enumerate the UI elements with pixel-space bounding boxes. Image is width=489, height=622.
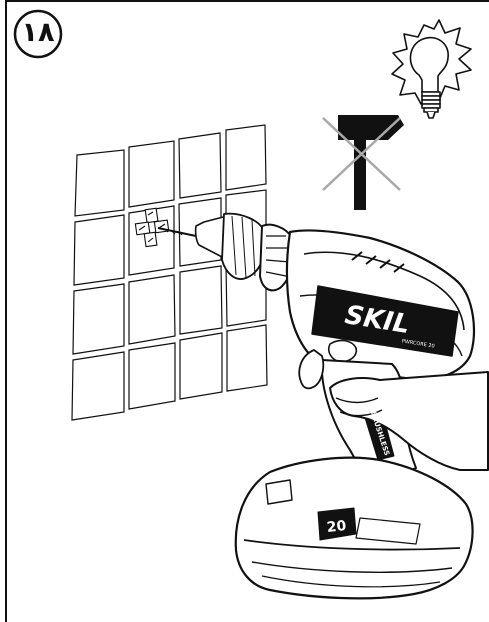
tile — [75, 150, 124, 216]
tile — [73, 284, 124, 354]
tile — [179, 133, 221, 198]
no-hammer-icon — [323, 115, 404, 210]
tile — [226, 125, 266, 190]
tile — [74, 215, 124, 285]
tile — [129, 141, 174, 207]
lightbulb-icon — [392, 20, 471, 118]
tile — [129, 275, 175, 344]
tile — [72, 352, 124, 420]
tile — [129, 343, 175, 409]
tile — [180, 333, 222, 399]
tile — [227, 325, 267, 391]
tile — [180, 266, 222, 334]
battery-voltage-label: 20 — [326, 518, 347, 536]
